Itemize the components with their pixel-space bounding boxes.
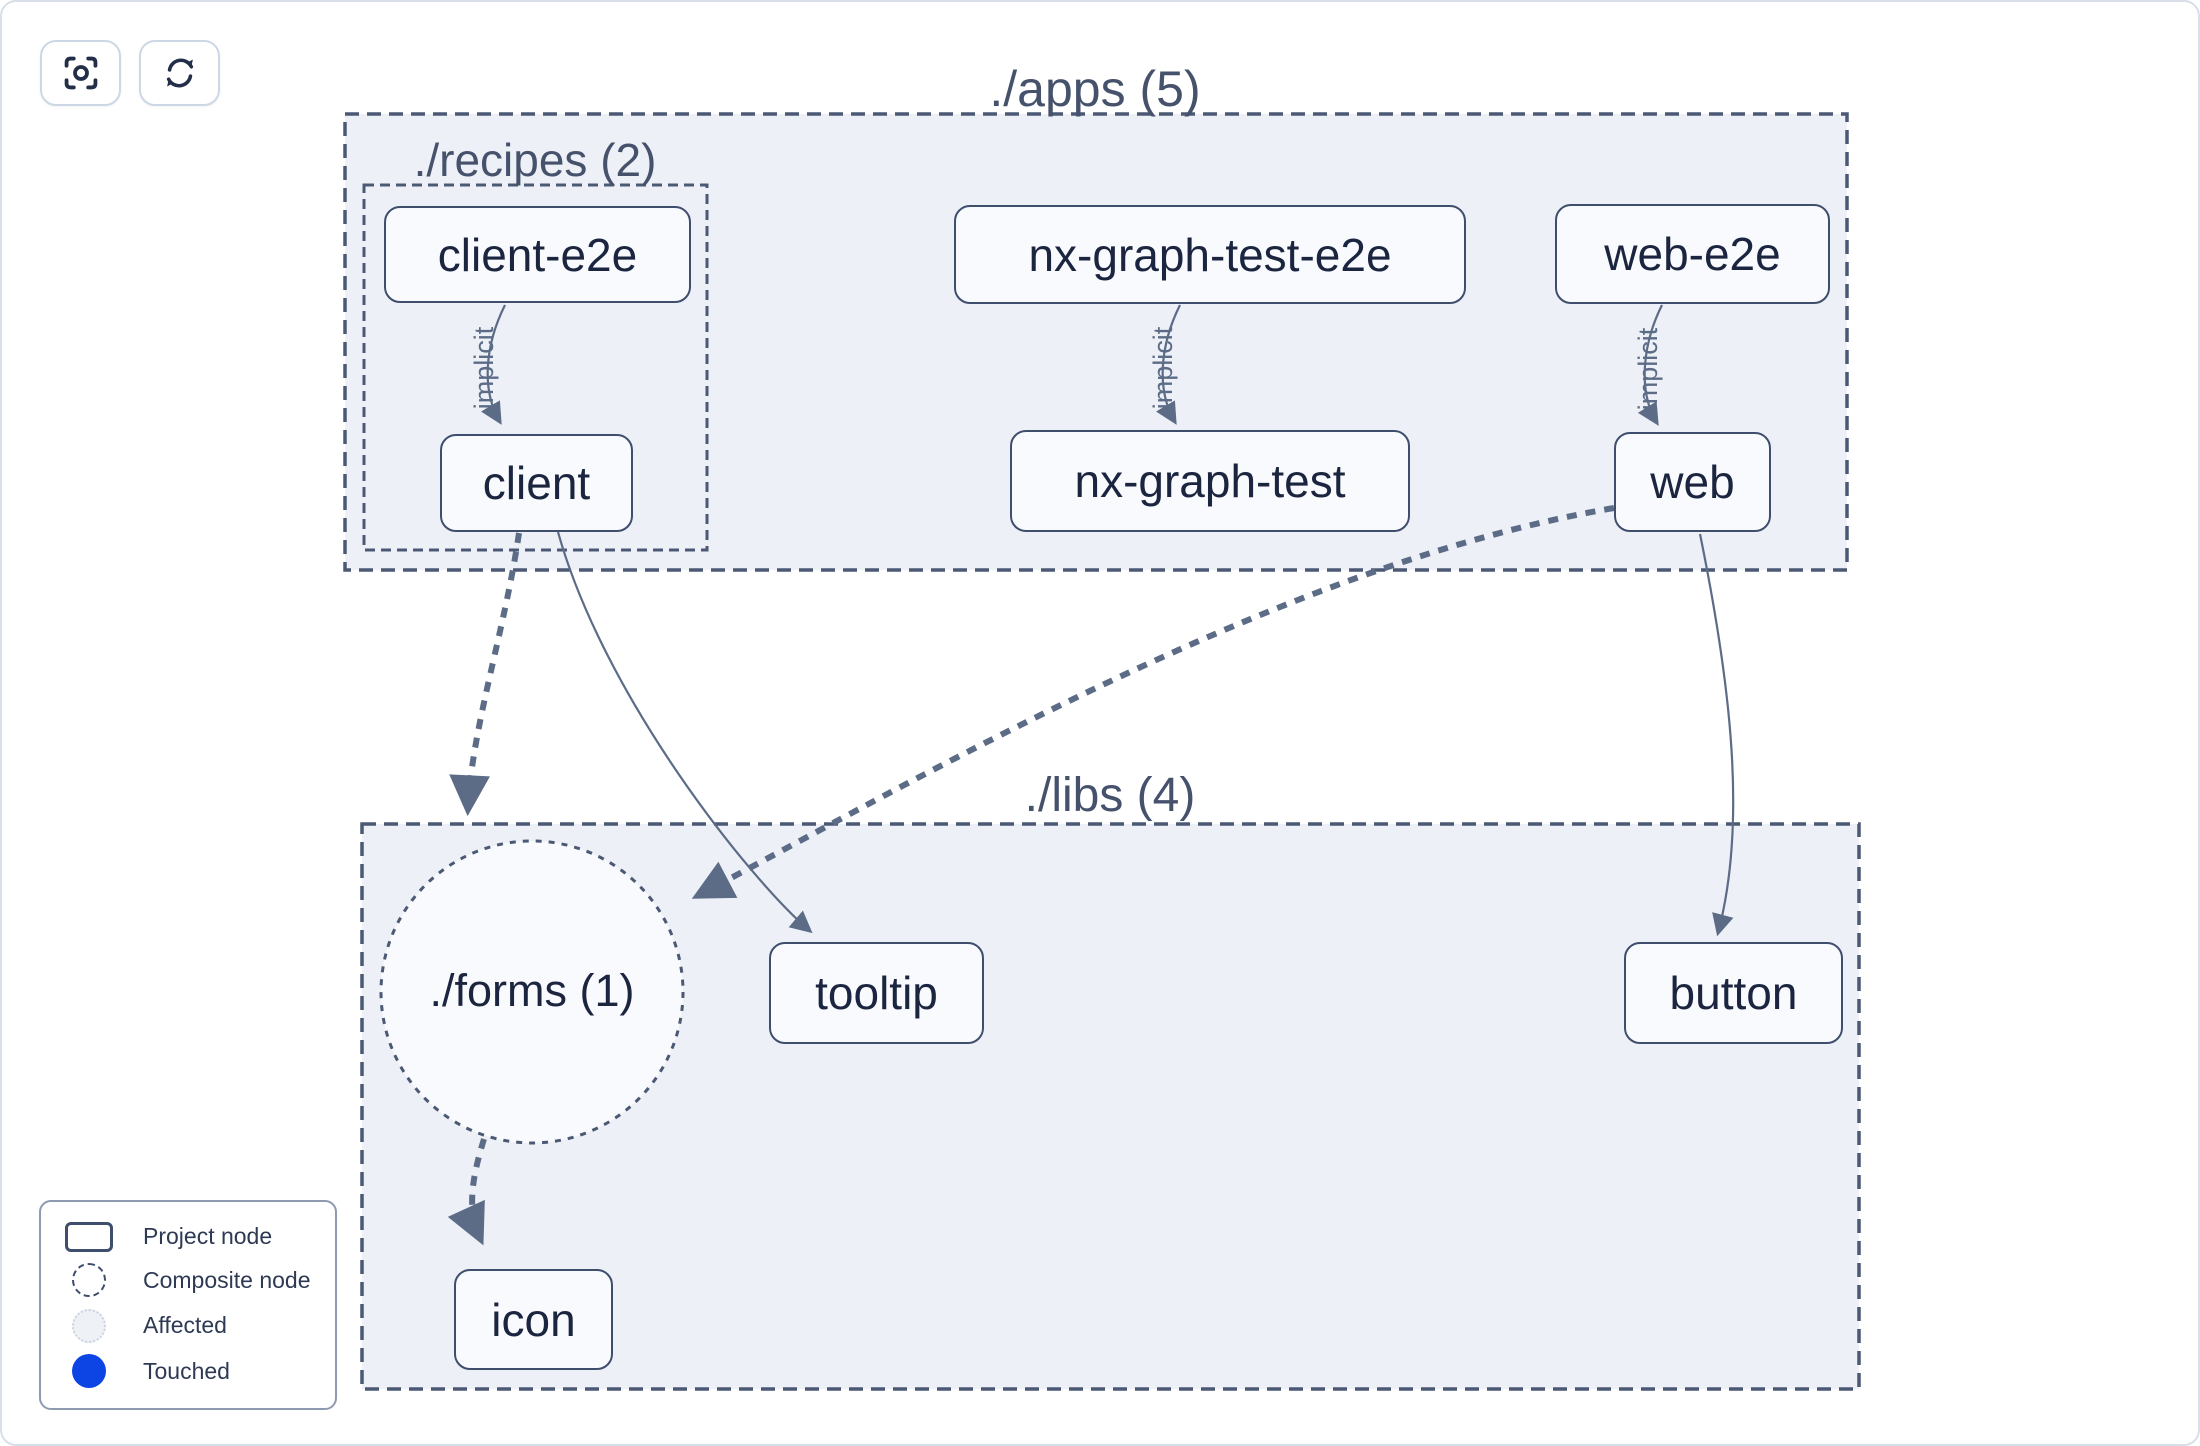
legend-item-project-node: Project node: [59, 1221, 317, 1252]
recipes-group-title: ./recipes (2): [413, 134, 657, 186]
edge-forms-to-icon: [447, 1138, 487, 1246]
legend-label: Project node: [143, 1223, 273, 1250]
edge-nx-graph-test-e2e-to-nx-graph-test: [1156, 304, 1181, 425]
node-web[interactable]: web: [1614, 432, 1771, 532]
legend-item-composite-node: Composite node: [59, 1263, 317, 1298]
edge-client-to-forms: [449, 532, 522, 817]
legend: Project node Composite node Affected Tou…: [39, 1200, 337, 1410]
legend-label: Touched: [143, 1357, 230, 1384]
apps-group-title: ./apps (5): [989, 61, 1201, 117]
edge-web-to-forms: [691, 505, 1615, 899]
legend-label: Composite node: [143, 1266, 311, 1293]
affected-swatch: [72, 1308, 106, 1343]
node-icon[interactable]: icon: [454, 1269, 613, 1370]
edge-label-implicit-client: implicit: [469, 326, 499, 410]
node-client[interactable]: client: [440, 434, 633, 532]
node-nx-graph-test[interactable]: nx-graph-test: [1010, 430, 1410, 532]
edge-client-e2e-to-client: [481, 304, 506, 425]
node-client-e2e[interactable]: client-e2e: [384, 206, 691, 303]
edge-label-implicit-web: implicit: [1633, 327, 1663, 411]
node-tooltip[interactable]: tooltip: [769, 942, 984, 1044]
edge-web-to-button: [1698, 533, 1735, 937]
edge-label-implicit-nx-graph-test: implicit: [1148, 326, 1178, 410]
node-button[interactable]: button: [1624, 942, 1843, 1044]
legend-item-affected: Affected: [59, 1308, 317, 1343]
focus-center-icon: [64, 56, 97, 90]
legend-label: Affected: [143, 1312, 227, 1339]
node-nx-graph-test-e2e[interactable]: nx-graph-test-e2e: [954, 205, 1466, 304]
focus-reset-button[interactable]: [40, 40, 121, 106]
recipes-container: [362, 183, 709, 552]
edge-client-to-tooltip: [556, 531, 813, 934]
legend-item-touched: Touched: [59, 1354, 317, 1389]
refresh-button[interactable]: [139, 40, 220, 106]
composite-node-swatch: [72, 1263, 106, 1298]
project-node-swatch: [65, 1221, 113, 1252]
forms-composite-label: ./forms (1): [429, 965, 635, 1016]
edge-web-e2e-to-web: [1637, 304, 1663, 426]
forms-composite-node[interactable]: [379, 839, 685, 1145]
libs-group-title: ./libs (4): [1024, 769, 1196, 822]
touched-swatch: [72, 1354, 106, 1389]
refresh-icon: [166, 58, 193, 88]
node-web-e2e[interactable]: web-e2e: [1555, 204, 1830, 304]
